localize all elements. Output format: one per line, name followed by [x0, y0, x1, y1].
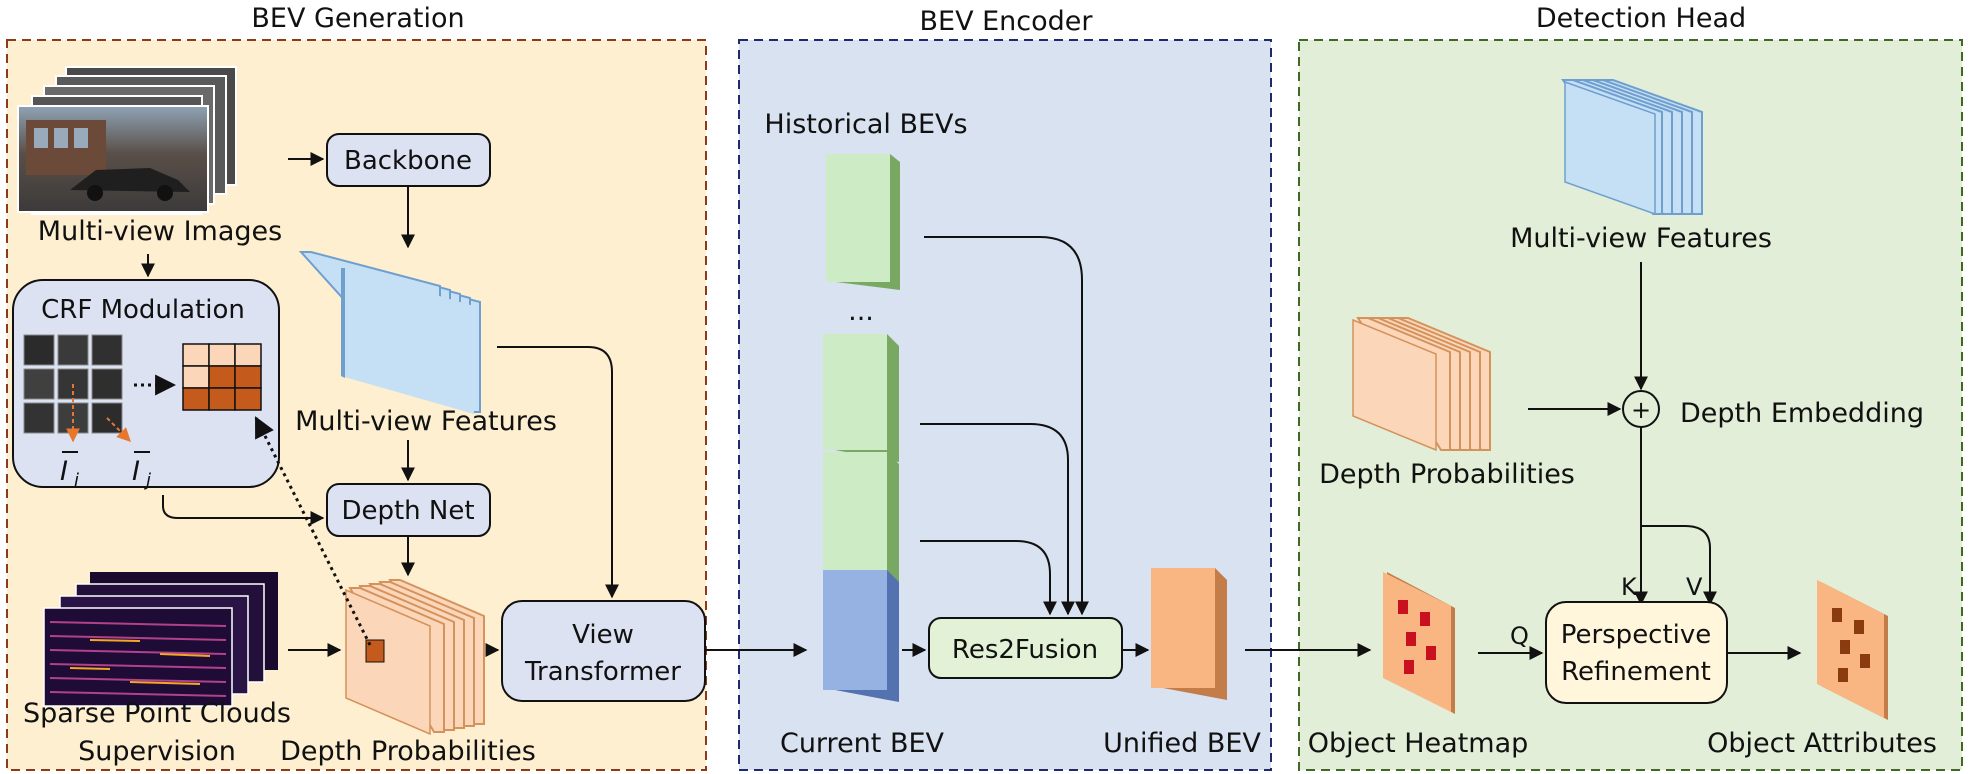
label-perspective-1: Perspective	[1561, 620, 1712, 650]
label-multiview-images: Multi-view Images	[38, 216, 282, 247]
label-object-attributes: Object Attributes	[1707, 728, 1937, 759]
multiview-features-stack-head	[1561, 79, 1703, 216]
label-backbone: Backbone	[344, 146, 472, 176]
label-view-transformer-2: Transformer	[524, 657, 681, 687]
section-title-encoder: BEV Encoder	[919, 6, 1093, 37]
label-unified-bev: Unified BEV	[1103, 728, 1261, 759]
label-res2fusion: Res2Fusion	[952, 635, 1098, 665]
unified-bev	[1151, 568, 1227, 700]
arrow-v	[1641, 525, 1717, 606]
arrow-hist3-to-res2fusion	[920, 540, 1057, 616]
sparse-point-clouds-stack	[43, 572, 278, 707]
object-heatmap	[1383, 572, 1455, 714]
label-multiview-features-gen: Multi-view Features	[295, 406, 557, 437]
historical-bev-2	[823, 334, 899, 462]
label-current-bev: Current BEV	[780, 728, 945, 759]
label-sparse-point-clouds: Sparse Point Clouds	[23, 698, 291, 729]
label-v: V	[1686, 573, 1703, 601]
label-depth-net: Depth Net	[341, 496, 474, 526]
label-plus: +	[1631, 396, 1651, 424]
historical-bev-1	[826, 154, 900, 290]
arrow-features-to-view-transformer	[497, 346, 619, 599]
arrow-depthcell-to-crf	[254, 416, 372, 646]
current-bev	[823, 570, 899, 702]
arrow-hist2-to-res2fusion	[920, 423, 1075, 616]
svg-text:I: I	[132, 456, 140, 487]
label-object-heatmap: Object Heatmap	[1308, 728, 1529, 759]
label-q: Q	[1510, 622, 1529, 650]
svg-text:j: j	[143, 470, 151, 491]
svg-text:I: I	[60, 456, 68, 487]
res2fusion-box	[928, 617, 1123, 679]
label-depth-probabilities-head: Depth Probabilities	[1319, 459, 1575, 490]
depth-probabilities-stack-head	[1352, 317, 1491, 452]
label-historical-bevs: Historical BEVs	[764, 109, 967, 140]
label-ellipsis: ...	[848, 296, 874, 327]
section-title-generation: BEV Generation	[251, 3, 464, 34]
perspective-refinement-box	[1545, 601, 1728, 704]
historical-bev-3	[823, 452, 899, 586]
label-crf-modulation: CRF Modulation	[41, 295, 245, 325]
crf-weight-grid	[182, 343, 262, 411]
label-depth-probabilities-gen: Depth Probabilities	[280, 736, 536, 767]
label-perspective-2: Refinement	[1561, 657, 1711, 687]
label-k: K	[1621, 573, 1638, 601]
section-title-head: Detection Head	[1536, 3, 1746, 34]
label-i-bar-j: I j	[132, 451, 151, 491]
view-transformer-box	[501, 600, 706, 702]
label-multiview-features-head: Multi-view Features	[1510, 223, 1772, 254]
label-depth-embedding: Depth Embedding	[1680, 398, 1924, 429]
multiview-images-stack	[17, 66, 237, 215]
arrow-hist1-to-res2fusion	[924, 236, 1089, 616]
svg-text:i: i	[74, 470, 79, 491]
multiview-features-stack-gen	[298, 251, 481, 414]
label-supervision: Supervision	[78, 736, 236, 767]
label-view-transformer-1: View	[572, 620, 634, 650]
arrow-crf-j	[106, 417, 131, 442]
object-attributes	[1817, 580, 1888, 720]
depth-probabilities-stack-gen	[345, 579, 485, 736]
arrow-crf-to-depthnet	[162, 495, 325, 525]
label-i-bar-i: I i	[60, 451, 79, 491]
